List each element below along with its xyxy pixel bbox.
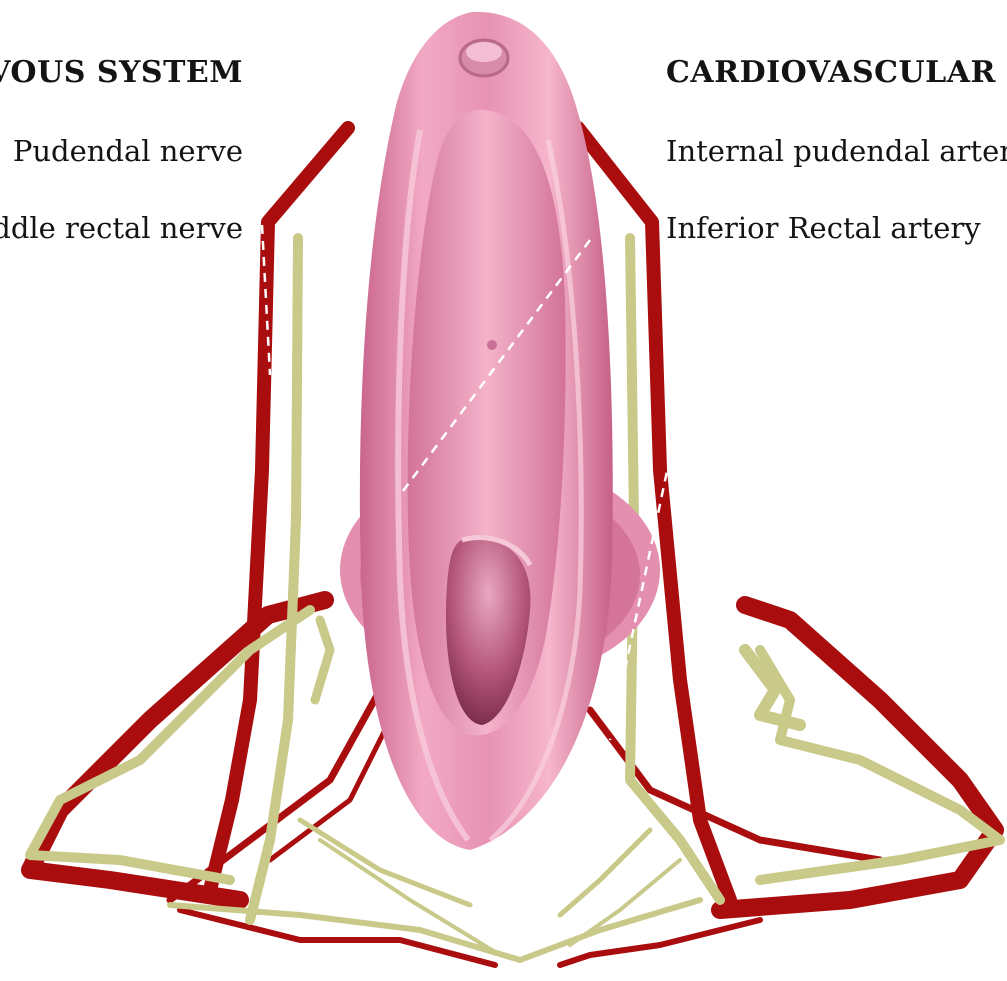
inferior-rectal-artery-label: Inferior Rectal artery — [666, 214, 981, 243]
pudendal-nerve-label: Pudendal nerve — [13, 137, 243, 166]
nervous-system-heading: VOUS SYSTEM — [0, 58, 243, 88]
organ-top-opening-rim — [466, 42, 502, 62]
nerve-branch-right-fan-2 — [570, 860, 680, 945]
nerve-branch-left-lower — [170, 905, 520, 960]
central-organ — [340, 12, 660, 850]
middle-rectal-nerve-label: ddle rectal nerve — [0, 214, 243, 243]
internal-pudendal-artery-label: Internal pudendal artery — [666, 137, 1007, 166]
cardiovascular-system-heading: CARDIOVASCULAR S — [666, 58, 1007, 88]
nerve-branch-right-fan-1 — [560, 830, 650, 915]
organ-center-mark — [487, 340, 497, 350]
artery-branch-right-lower — [560, 920, 760, 965]
nerve-branch-left-up — [315, 620, 330, 700]
